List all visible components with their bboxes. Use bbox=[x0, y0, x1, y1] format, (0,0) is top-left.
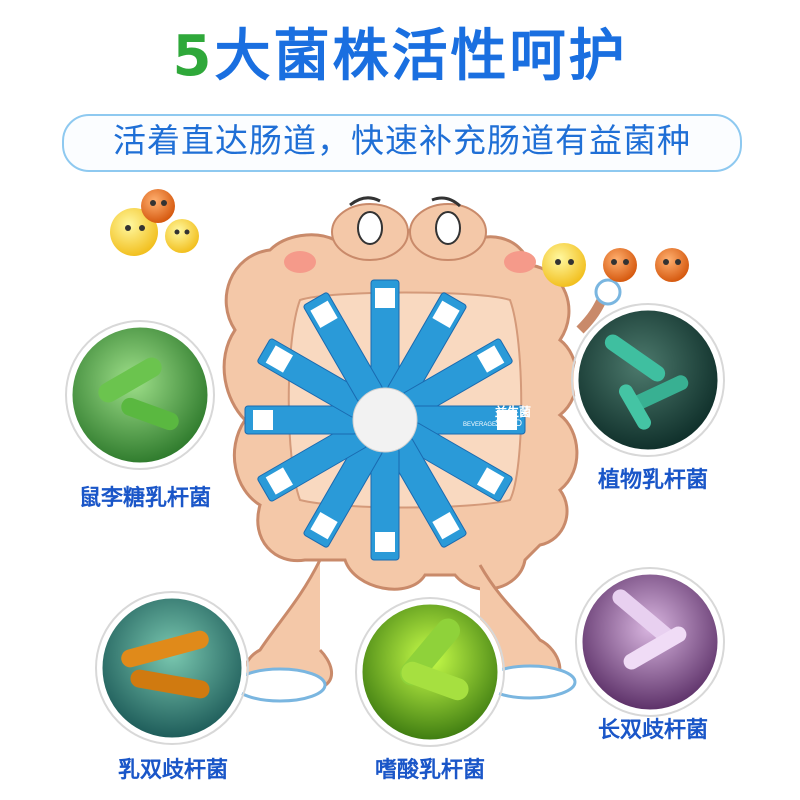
cartoon-bacteria-right bbox=[542, 243, 689, 287]
subtitle: 活着直达肠道，快速补充肠道有益菌种 bbox=[113, 121, 691, 160]
sachet-solid-text: SOLID bbox=[495, 418, 523, 428]
page-title: 5大菌株活性呵护 bbox=[0, 22, 800, 92]
strain-label-acidophilus: 嗜酸乳杆菌 bbox=[374, 758, 485, 783]
strain-label-plantarum: 植物乳杆菌 bbox=[597, 468, 708, 493]
subtitle-pill bbox=[62, 114, 742, 172]
strain-circle-acidophilus bbox=[355, 597, 505, 747]
sachet bbox=[244, 405, 358, 435]
sachet-beverage-text: BEVERAGE bbox=[463, 422, 496, 428]
sachet bbox=[387, 437, 467, 548]
title-text: 大菌株活性呵护 bbox=[214, 24, 628, 89]
sachet bbox=[402, 338, 513, 418]
sachet bbox=[303, 292, 383, 403]
strain-circle-longum bbox=[575, 567, 725, 717]
strain-label-lactis: 乳双歧杆菌 bbox=[117, 758, 228, 783]
strain-circle-rhamnosus bbox=[65, 320, 215, 470]
strain-circle-plantarum bbox=[571, 303, 725, 457]
sachet-wheel: 益生菌 SOLID BEVERAGE bbox=[244, 279, 531, 561]
strain-label-rhamnosus: 鼠李糖乳杆菌 bbox=[78, 486, 211, 511]
strain-circle-lactis bbox=[95, 591, 249, 745]
sachet bbox=[370, 447, 400, 561]
sachet-name-text: 益生菌 bbox=[495, 404, 531, 419]
strain-label-longum: 长双歧杆菌 bbox=[597, 718, 708, 743]
title-number: 5 bbox=[172, 24, 215, 89]
cartoon-bacteria-left bbox=[110, 189, 199, 256]
